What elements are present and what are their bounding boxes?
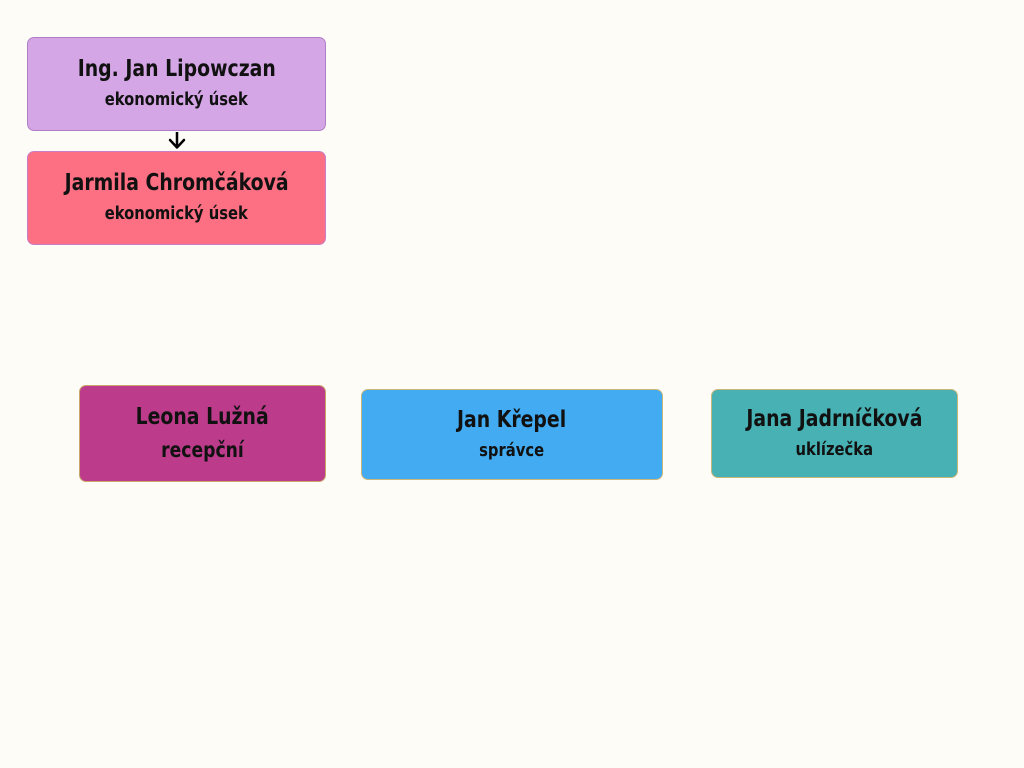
node-jan-krepel[interactable]: Jan Křepel správce [361, 389, 663, 480]
arrow-lipowczan-to-chromcakova [168, 132, 186, 149]
node-name: Jan Křepel [457, 406, 567, 433]
node-name: Jarmila Chromčáková [64, 170, 289, 197]
node-jan-lipowczan[interactable]: Ing. Jan Lipowczan ekonomický úsek [27, 37, 326, 131]
node-role: správce [479, 439, 545, 461]
node-name: Leona Lužná [135, 403, 270, 430]
node-role: uklízečka [795, 438, 874, 460]
node-jarmila-chromcakova[interactable]: Jarmila Chromčáková ekonomický úsek [27, 151, 326, 245]
node-leona-luzna[interactable]: Leona Lužná recepční [79, 385, 326, 482]
node-name: Ing. Jan Lipowczan [77, 56, 276, 83]
node-role: ekonomický úsek [104, 89, 249, 111]
node-name: Jana Jadrníčková [746, 405, 923, 432]
node-role: recepční [161, 437, 244, 462]
node-role: ekonomický úsek [104, 203, 249, 225]
node-jana-jadrnickova[interactable]: Jana Jadrníčková uklízečka [711, 389, 958, 478]
